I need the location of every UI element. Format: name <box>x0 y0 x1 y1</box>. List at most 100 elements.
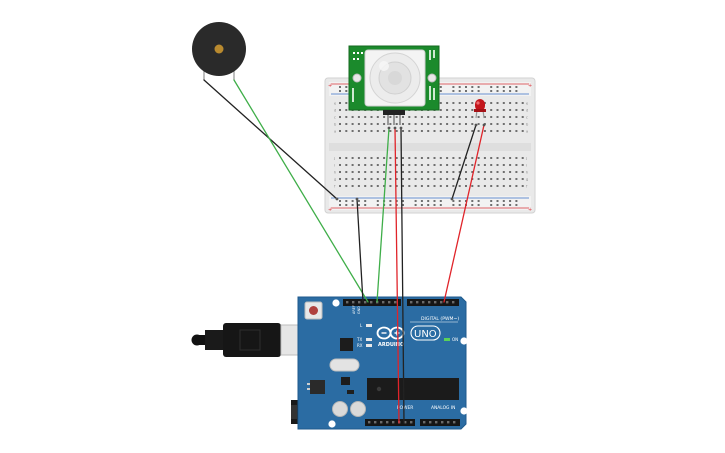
rail-hole <box>458 204 461 206</box>
breadboard-hole <box>496 123 499 125</box>
rail-plus-label: + <box>528 207 532 213</box>
rail-hole <box>477 86 480 88</box>
breadboard-row-letter: e <box>334 102 337 106</box>
breadboard-hole <box>420 164 423 166</box>
breadboard-hole <box>483 116 486 118</box>
breadboard-hole <box>345 116 348 118</box>
breadboard-hole <box>408 171 411 173</box>
rail-hole <box>427 200 430 202</box>
breadboard-hole <box>483 102 486 104</box>
breadboard-hole <box>465 102 467 104</box>
breadboard-hole <box>490 157 493 159</box>
breadboard-hole <box>490 178 493 180</box>
breadboard-hole <box>389 116 392 118</box>
breadboard-hole <box>402 123 404 125</box>
breadboard-hole <box>389 130 392 132</box>
breadboard-hole <box>395 164 398 166</box>
header-pin <box>441 421 444 424</box>
breadboard-hole <box>446 109 449 111</box>
breadboard-hole <box>395 178 398 180</box>
atmega-chip <box>367 378 459 400</box>
breadboard-hole <box>477 164 480 166</box>
breadboard-hole <box>521 157 524 159</box>
header-pin <box>364 301 367 304</box>
breadboard-hole <box>402 164 404 166</box>
breadboard-hole <box>376 185 379 187</box>
breadboard-hole <box>433 178 436 180</box>
breadboard-hole <box>339 102 341 104</box>
breadboard-hole <box>490 109 493 111</box>
breadboard-hole <box>389 123 392 125</box>
breadboard-row-letter: j <box>333 157 335 161</box>
header-pin <box>380 421 383 424</box>
reset-button-cap[interactable] <box>309 306 318 315</box>
breadboard-hole <box>502 157 505 159</box>
pir-mount-hole <box>352 73 362 83</box>
breadboard-hole <box>446 171 449 173</box>
breadboard-hole <box>521 123 524 125</box>
breadboard-hole <box>351 130 354 132</box>
rail-hole <box>452 90 455 92</box>
header-pin <box>423 421 426 424</box>
pir-pin-header <box>383 110 405 115</box>
rail-hole <box>345 200 348 202</box>
rail-hole <box>376 200 379 202</box>
breadboard-hole <box>383 123 386 125</box>
breadboard-hole <box>364 164 367 166</box>
rail-hole <box>433 200 436 202</box>
rail-hole <box>515 90 518 92</box>
breadboard-hole <box>452 185 455 187</box>
breadboard-hole <box>439 123 442 125</box>
l-led-label: L <box>360 323 363 328</box>
power-led <box>444 338 450 341</box>
bottom-header-pins <box>368 421 456 424</box>
breadboard-hole <box>357 123 360 125</box>
breadboard-hole <box>339 130 341 132</box>
breadboard-hole <box>351 116 354 118</box>
breadboard-hole <box>509 130 512 132</box>
breadboard-hole <box>458 109 461 111</box>
breadboard-hole <box>521 102 524 104</box>
rail-hole <box>452 204 455 206</box>
rail-hole <box>357 204 360 206</box>
header-pin <box>358 301 361 304</box>
breadboard-hole <box>502 123 505 125</box>
breadboard-hole <box>345 185 348 187</box>
wire-led-to-ground-rail <box>451 124 477 200</box>
rail-hole <box>339 90 341 92</box>
analog-header <box>420 419 460 426</box>
breadboard-hole <box>465 164 467 166</box>
breadboard-hole <box>496 102 499 104</box>
breadboard-row-letter: h <box>526 171 528 175</box>
rail-hole <box>339 204 341 206</box>
breadboard-hole <box>490 171 493 173</box>
breadboard-hole <box>339 157 341 159</box>
wire-led-to-arduino-pin <box>443 124 485 303</box>
header-pins <box>346 301 455 304</box>
header-pin <box>434 301 437 304</box>
breadboard-hole <box>433 157 436 159</box>
breadboard-hole <box>515 178 518 180</box>
rail-hole <box>496 204 499 206</box>
header-pin <box>452 301 455 304</box>
crystal-oscillator <box>329 358 360 372</box>
breadboard-hole <box>408 178 411 180</box>
gnd-label: GND <box>357 306 361 314</box>
wire-buzzer-to-arduino <box>233 79 369 303</box>
breadboard-hole <box>420 185 423 187</box>
header-pin <box>429 421 432 424</box>
breadboard-hole <box>364 116 367 118</box>
breadboard-hole <box>364 178 367 180</box>
breadboard-hole <box>408 123 411 125</box>
breadboard-hole <box>458 157 461 159</box>
breadboard-hole <box>515 123 518 125</box>
breadboard-hole <box>370 164 373 166</box>
breadboard-hole <box>339 116 341 118</box>
breadboard-hole <box>452 157 455 159</box>
breadboard-hole <box>439 185 442 187</box>
breadboard-hole <box>402 130 404 132</box>
rail-hole <box>477 200 480 202</box>
rail-hole <box>364 200 367 202</box>
rail-hole <box>345 86 348 88</box>
breadboard-hole <box>414 123 417 125</box>
